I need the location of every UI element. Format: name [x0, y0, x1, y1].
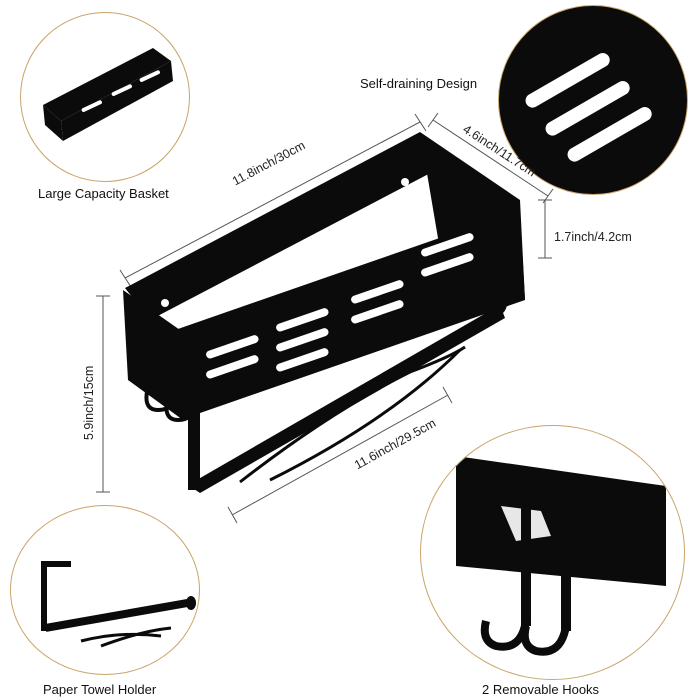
callout-large-basket: Large Capacity Basket — [38, 186, 169, 201]
removable-hooks-detail — [420, 425, 685, 680]
dimension-height-label: 5.9inch/15cm — [82, 365, 96, 440]
callout-self-draining: Self-draining Design — [360, 76, 478, 91]
large-basket-detail — [20, 12, 190, 182]
paper-towel-holder-detail — [10, 505, 200, 675]
self-draining-detail — [498, 5, 688, 195]
callout-paper-towel-holder: Paper Towel Holder — [43, 682, 157, 697]
callout-removable-hooks: 2 Removable Hooks — [482, 682, 600, 697]
dimension-depth-label: 1.7inch/4.2cm — [554, 230, 632, 244]
